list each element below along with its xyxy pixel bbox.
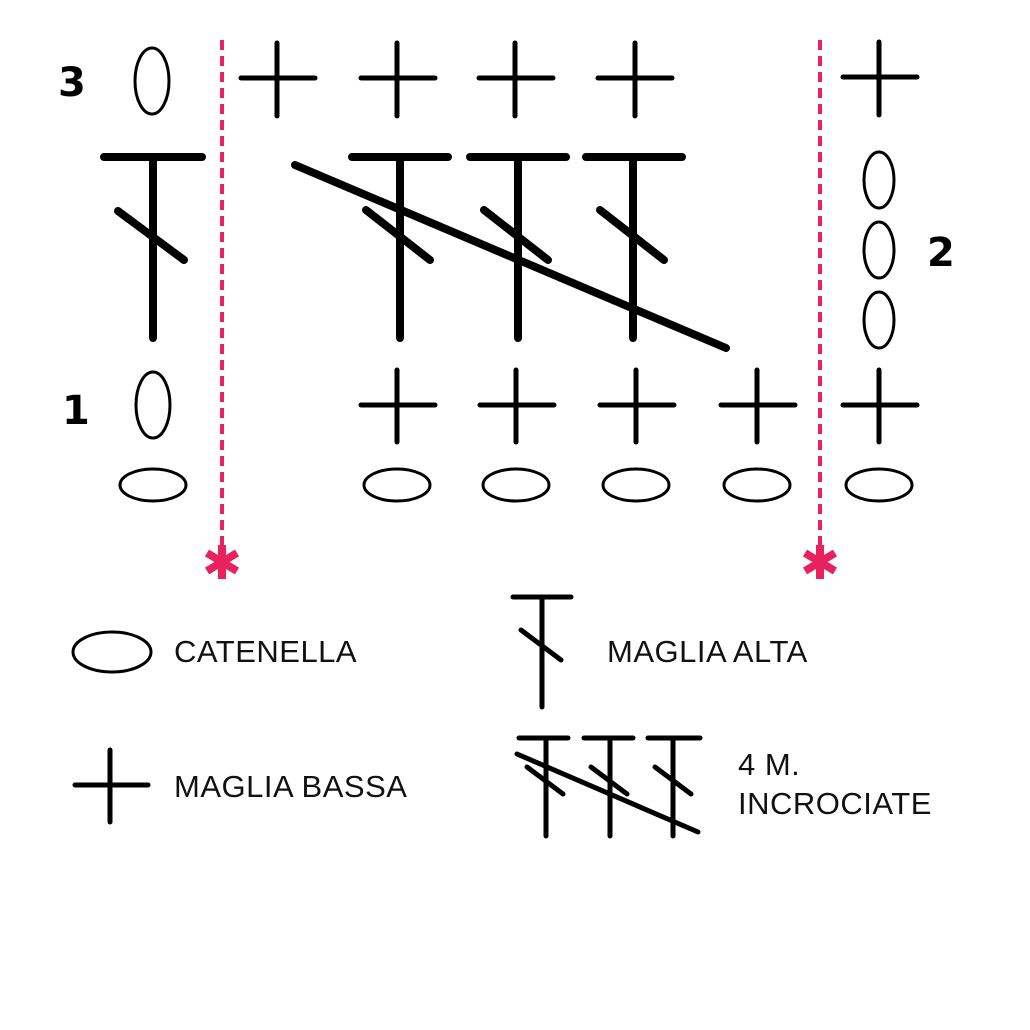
plus-cross-icon [477,367,557,445]
legend-label-incrociate-line2: INCROCIATE [738,785,932,821]
legend-chain-oval-icon [71,630,153,674]
tall-stitch-icon [100,153,206,342]
plus-cross-icon [597,367,677,445]
chain-oval-icon [133,46,171,116]
chain-oval-icon [118,467,188,503]
row-2-stitches [100,150,896,352]
repeat-marker-right [802,40,838,579]
legend-label-maglia-alta: MAGLIA ALTA [607,634,808,669]
legend-crossed-stitches-icon [514,735,703,839]
chain-oval-icon [481,467,551,503]
foundation-chain [118,467,914,503]
chain-oval-icon [862,290,896,350]
crossed-trebles-group [291,153,730,352]
chain-oval-icon [362,467,432,503]
chain-oval-icon [862,220,896,280]
row-label-3: 3 [58,60,86,106]
row-label-1: 1 [62,388,90,434]
plus-cross-icon [718,367,798,445]
asterisk-icon [204,545,240,579]
asterisk-icon [802,545,838,579]
plus-cross-icon [840,39,920,118]
legend-label-incrociate: 4 M. INCROCIATE [738,746,932,824]
chain-oval-icon [862,150,896,210]
chain-oval-icon [844,467,914,503]
legend-label-maglia-bassa: MAGLIA BASSA [174,769,408,804]
legend-tall-stitch-icon [510,594,574,710]
legend-label-incrociate-line1: 4 M. [738,747,801,782]
legend-label-catenella: CATENELLA [174,634,358,669]
plus-cross-icon [595,40,675,119]
plus-cross-icon [238,40,318,119]
chain-oval-icon [134,370,172,440]
plus-cross-icon [358,40,438,119]
chain-oval-icon [601,467,671,503]
repeat-marker-left [204,40,240,579]
plus-cross-icon [476,40,556,119]
chain-oval-icon [722,467,792,503]
plus-cross-icon [358,367,438,445]
plus-cross-icon [840,367,920,445]
row-1-stitches [134,367,920,445]
legend-plus-cross-icon [72,747,151,825]
row-3-stitches [133,39,920,119]
row-label-2: 2 [927,230,955,276]
